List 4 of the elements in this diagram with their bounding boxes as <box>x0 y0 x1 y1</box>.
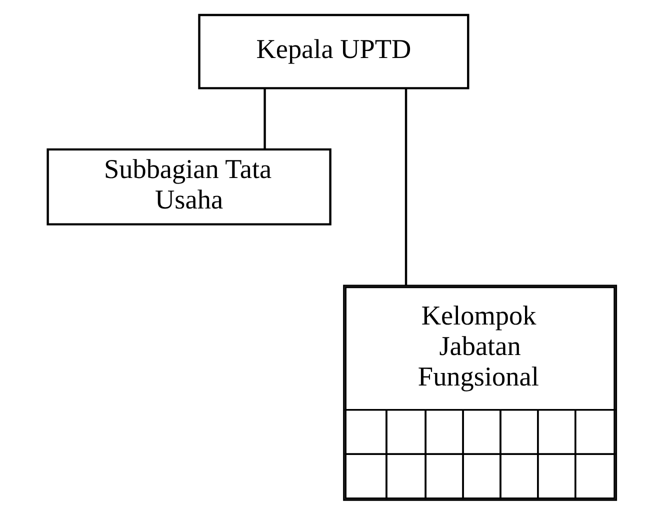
connector <box>263 89 266 150</box>
node-box: Kepala UPTD <box>198 14 469 90</box>
connector <box>404 88 407 286</box>
node-box: Subbagian Tata Usaha <box>46 148 331 226</box>
